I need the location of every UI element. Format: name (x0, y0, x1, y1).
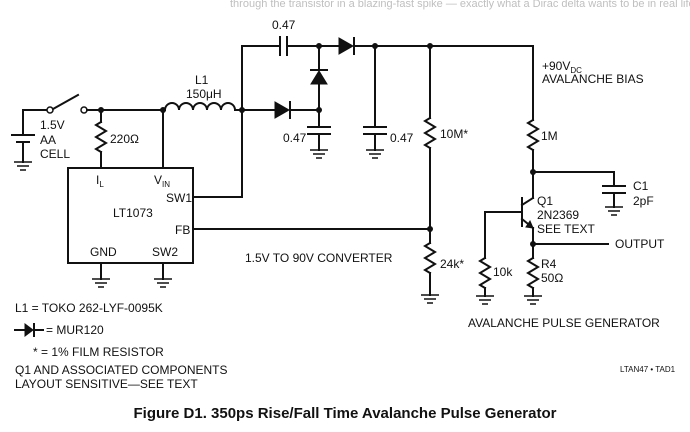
diode-top-right (338, 37, 355, 55)
ic-pin-sw2-label: SW2 (152, 245, 178, 259)
output-label: OUTPUT (615, 237, 665, 251)
capacitor-right (363, 45, 387, 159)
figure-caption: Figure D1. 350ps Rise/Fall Time Avalanch… (134, 405, 557, 422)
capacitor-left-label: 0.47 (283, 131, 307, 145)
r4-value-label: 50Ω (541, 271, 563, 285)
diode-vertical (310, 69, 328, 85)
capacitor-top-label: 0.47 (272, 18, 296, 32)
bias-description-label: AVALANCHE BIAS (542, 72, 644, 86)
inductor-coil (163, 102, 237, 112)
battery-voltage-label: 1.5V (40, 118, 65, 132)
capacitor-top (279, 36, 288, 56)
note-l1: L1 = TOKO 262-LYF-0095K (15, 301, 163, 315)
ic-pin-vin-label: VIN (154, 173, 170, 189)
pulse-generator-label: AVALANCHE PULSE GENERATOR (468, 316, 660, 330)
resistor-220 (94, 109, 108, 169)
diode-bottom (274, 101, 291, 119)
r4-ref-label: R4 (541, 257, 557, 271)
ic-lt1073-body (67, 167, 194, 264)
figure-tag-label: LTAN47 • TAD1 (620, 365, 676, 374)
ic-gnd-symbol (92, 262, 110, 288)
battery-symbol (11, 109, 35, 171)
note-q1-line1: Q1 AND ASSOCIATED COMPONENTS (15, 363, 227, 377)
power-switch (22, 93, 166, 114)
converter-label: 1.5V TO 90V CONVERTER (245, 251, 393, 265)
capacitor-c1 (532, 171, 626, 216)
ic-pin-il-label: IL (96, 173, 104, 189)
note-diode: = MUR120 (46, 323, 104, 337)
battery-cell-label: CELL (40, 147, 70, 161)
ic-pin-fb-label: FB (175, 223, 190, 237)
transistor-q1 (484, 196, 535, 259)
q1-ref-label: Q1 (537, 194, 553, 208)
capacitor-left (307, 126, 331, 159)
inductor-ref-label: L1 (195, 73, 209, 87)
ic-name-label: LT1073 (113, 206, 153, 220)
ic-sw2-gnd-symbol (154, 262, 172, 288)
cut-header-text: through the transistor in a blazing-fast… (230, 0, 690, 10)
bias-voltage-label: +90VDC (542, 59, 582, 75)
resistor-r4 (524, 256, 542, 305)
legend-diode-icon (14, 323, 44, 337)
note-star: * = 1% FILM RESISTOR (33, 345, 164, 359)
q1-part-label: 2N2369 (537, 208, 579, 222)
resistor-24k-label: 24k* (440, 257, 464, 271)
ic-pin-gnd-label: GND (90, 245, 117, 259)
ic-pin-sw1-label: SW1 (166, 191, 192, 205)
c1-ref-label: C1 (633, 179, 649, 193)
resistor-10m-label: 10M* (440, 127, 468, 141)
resistor-10m (423, 45, 437, 244)
resistor-1m (526, 45, 540, 199)
resistor-220-label: 220Ω (110, 132, 139, 146)
resistor-10k (476, 211, 494, 305)
resistor-10k-label: 10k (493, 265, 513, 279)
resistor-1m-label: 1M (541, 129, 558, 143)
c1-value-label: 2pF (633, 194, 654, 208)
battery-type-label: AA (40, 133, 56, 147)
note-q1-line2: LAYOUT SENSITIVE—SEE TEXT (15, 377, 198, 391)
inductor-value-label: 150μH (186, 87, 222, 101)
capacitor-right-label: 0.47 (390, 131, 414, 145)
q1-note-label: SEE TEXT (537, 222, 595, 236)
resistor-24k (421, 241, 439, 304)
